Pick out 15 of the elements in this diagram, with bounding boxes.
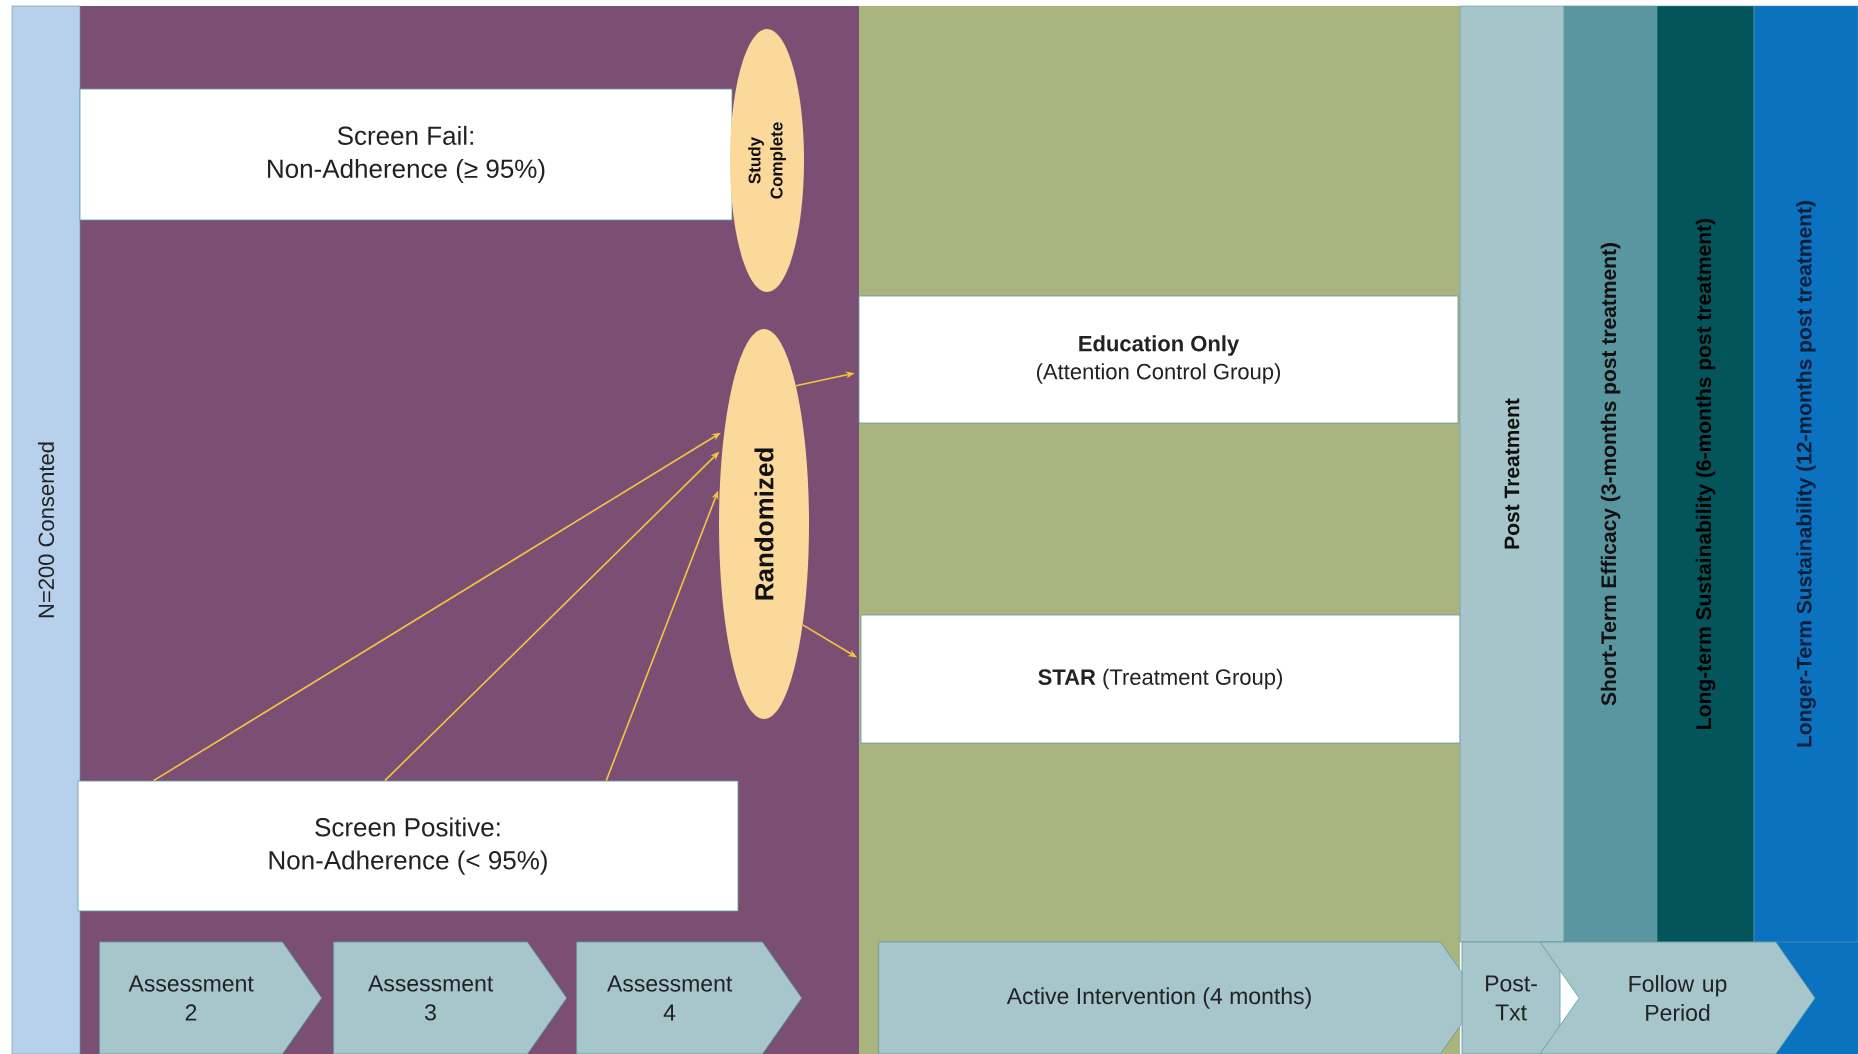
phase-band: Post Treatment [1459, 5, 1565, 943]
screening-box: Screen Fail: Non-Adherence (≥ 95%) [79, 88, 733, 221]
oval-label: Study Complete [730, 29, 804, 292]
chevron-step: Post-Txt [1461, 941, 1561, 1054]
chevron-step: Assessment 4 [576, 941, 802, 1054]
screening-box: Screen Positive: Non-Adherence (< 95%) [77, 780, 739, 912]
group-box: Education Only (Attention Control Group) [858, 295, 1459, 424]
node-label: Follow up Period [1629, 975, 1727, 1021]
phase-band: N=200 Consented [11, 5, 81, 1054]
oval-label: Randomized [719, 329, 809, 719]
chevron-step: Assessment 3 [333, 941, 567, 1054]
chevron-step: Assessment 2 [99, 941, 322, 1054]
phase-band: Long-term Sustainability (6-months post treatment) [1656, 5, 1755, 943]
phase-band: Short-Term Efficacy (3-months post treatment) [1563, 5, 1658, 943]
group-box: STAR (Treatment Group) [860, 614, 1461, 744]
